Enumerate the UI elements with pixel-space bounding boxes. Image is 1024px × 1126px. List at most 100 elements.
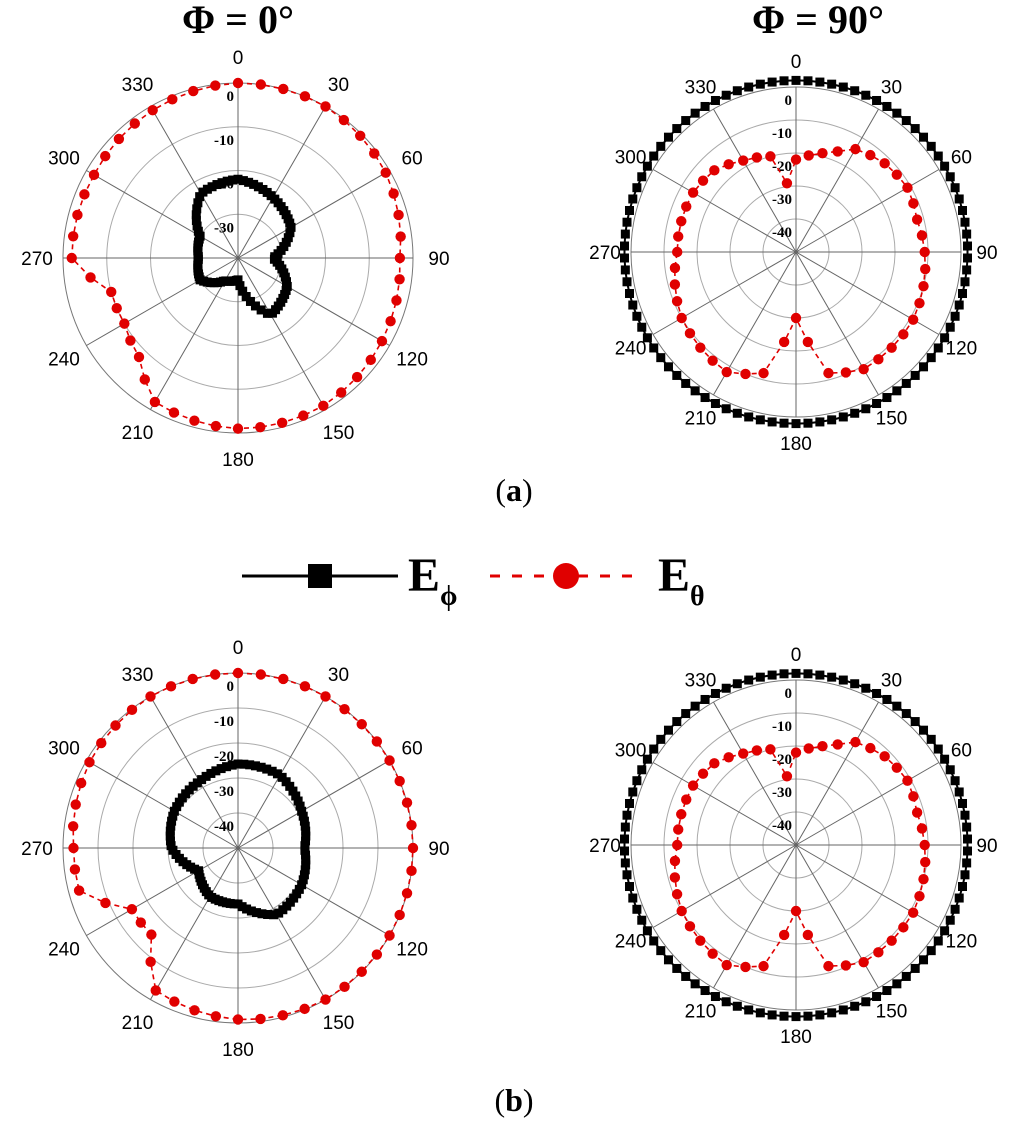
legend: Eϕ Eθ <box>238 548 778 612</box>
series-e-phi-marker <box>910 370 920 380</box>
series-e-phi-marker <box>624 205 634 215</box>
polar-spoke <box>237 257 326 410</box>
series-e-theta-marker <box>189 1005 200 1016</box>
series-e-phi-marker <box>299 870 309 880</box>
series-e-phi-marker <box>295 801 305 811</box>
angle-tick-label: 150 <box>876 408 908 429</box>
series-e-theta-marker <box>765 151 776 162</box>
series-e-phi-marker <box>222 762 232 772</box>
series-e-phi-marker <box>690 108 700 118</box>
series-e-phi-marker <box>950 904 960 914</box>
series-e-phi-marker <box>910 717 920 727</box>
series-e-phi-marker <box>838 412 848 422</box>
angle-tick-label: 270 <box>589 243 621 264</box>
series-e-phi-marker <box>620 253 630 263</box>
series-e-phi-marker <box>267 766 277 776</box>
series-e-theta-marker <box>165 681 177 692</box>
series-e-theta-marker <box>232 77 244 89</box>
series-e-phi-marker <box>228 175 238 185</box>
series-e-theta-marker <box>695 935 706 946</box>
series-e-theta-marker <box>709 758 720 769</box>
radial-tick-label: -40 <box>772 225 792 241</box>
series-e-phi-marker <box>872 399 882 409</box>
series-e-theta-marker <box>723 752 734 763</box>
series-e-phi-marker <box>642 926 652 936</box>
series-e-theta-marker <box>168 407 180 418</box>
series-e-theta-marker <box>920 263 931 275</box>
series-e-theta-marker <box>299 1003 310 1015</box>
series-e-phi-marker <box>803 418 813 428</box>
series-e-phi-marker <box>850 408 860 418</box>
series-e-theta-marker <box>255 79 267 90</box>
series-e-phi-marker <box>628 787 638 797</box>
series-e-theta-marker <box>751 152 763 163</box>
series-e-phi-marker <box>241 292 251 302</box>
series-e-phi-marker <box>958 882 968 892</box>
angle-tick-label: 0 <box>233 638 244 659</box>
series-e-phi-marker <box>827 415 837 425</box>
angle-tick-label: 120 <box>946 932 978 953</box>
series-e-theta-marker <box>850 143 861 155</box>
series-e-theta-marker <box>113 133 125 145</box>
series-e-phi-marker <box>195 231 205 241</box>
series-e-phi-marker <box>637 915 647 925</box>
series-e-theta-marker <box>406 865 417 877</box>
series-e-theta-marker <box>125 335 136 346</box>
series-e-theta-marker <box>380 167 391 178</box>
series-e-theta-marker <box>778 336 790 348</box>
series-e-theta-marker <box>338 114 350 126</box>
series-e-theta-marker <box>758 367 769 379</box>
series-e-phi-marker <box>919 362 929 372</box>
series-e-theta-marker <box>902 775 913 786</box>
angle-tick-label: 90 <box>976 836 997 857</box>
series-e-theta-marker <box>823 367 834 379</box>
series-e-theta-marker <box>72 209 83 221</box>
series-e-theta-marker <box>356 966 367 977</box>
series-e-phi-marker <box>721 90 731 100</box>
series-e-theta-marker <box>139 374 150 385</box>
angle-tick-label: 60 <box>951 741 972 762</box>
series-e-theta-marker <box>67 821 79 832</box>
series-e-phi-marker <box>940 161 950 171</box>
series-e-phi-marker <box>954 893 964 903</box>
series-e-phi-marker <box>803 669 813 679</box>
series-e-phi-marker <box>872 688 882 698</box>
series-e-phi-marker <box>253 182 263 192</box>
series-e-phi-marker <box>755 672 765 682</box>
series-e-theta-marker <box>740 368 751 380</box>
series-e-phi-marker <box>663 725 673 735</box>
series-e-theta-marker <box>781 178 793 189</box>
series-e-theta-marker <box>803 743 814 754</box>
series-e-theta-marker <box>740 961 751 973</box>
series-e-theta-marker <box>681 201 692 212</box>
series-e-phi-marker <box>882 694 892 704</box>
series-e-theta-marker <box>393 209 404 221</box>
series-e-phi-marker <box>779 1011 789 1021</box>
series-e-theta-marker <box>832 146 843 157</box>
series-e-phi-marker <box>624 882 634 892</box>
series-e-theta-marker <box>188 85 199 97</box>
series-e-theta-marker <box>68 842 79 854</box>
series-e-theta-marker <box>73 885 85 896</box>
angle-tick-label: 210 <box>122 1013 154 1034</box>
series-e-phi-marker <box>960 217 970 227</box>
angle-tick-label: 180 <box>780 1027 812 1048</box>
series-e-theta-marker <box>96 737 107 749</box>
series-e-phi-marker <box>945 915 955 925</box>
series-e-phi-marker <box>827 1008 837 1018</box>
series-e-phi-marker <box>950 311 960 321</box>
angle-tick-label: 0 <box>791 52 802 73</box>
series-e-phi-marker <box>632 311 642 321</box>
series-e-theta-marker <box>908 198 919 209</box>
series-e-theta-marker <box>802 336 814 348</box>
series-e-theta-marker <box>916 230 928 241</box>
series-e-theta-marker <box>840 367 852 378</box>
series-e-theta-marker <box>886 342 897 353</box>
series-e-phi-marker <box>732 86 742 96</box>
series-e-phi-marker <box>238 286 248 296</box>
series-e-theta-marker <box>817 740 828 752</box>
angle-tick-label: 240 <box>48 350 80 371</box>
series-e-theta-marker <box>126 704 138 716</box>
radial-tick-label: 0 <box>227 89 235 105</box>
series-e-phi-marker <box>933 744 943 754</box>
